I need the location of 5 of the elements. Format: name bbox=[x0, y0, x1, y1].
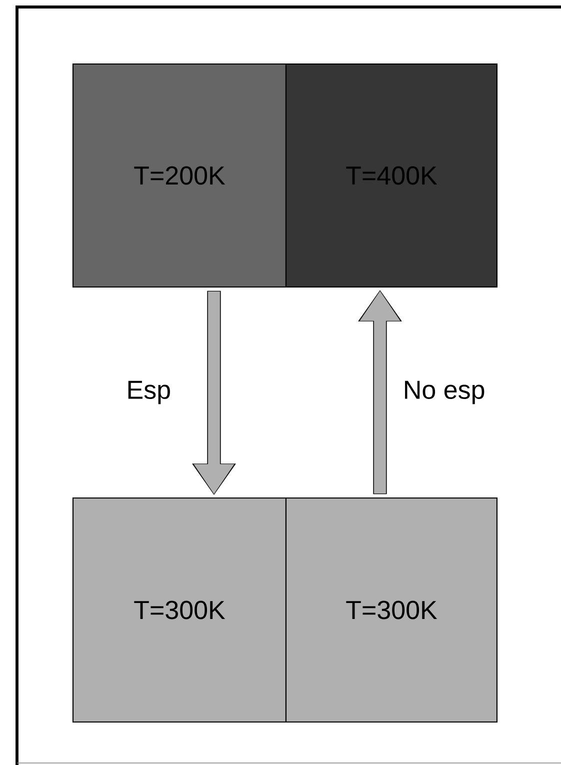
edge-label: Esp bbox=[128, 380, 170, 404]
temperature-box: T=300K bbox=[72, 497, 287, 723]
temperature-box: T=200K bbox=[72, 63, 287, 288]
temperature-box: T=300K bbox=[285, 497, 498, 723]
edge-label: No esp bbox=[405, 380, 484, 404]
